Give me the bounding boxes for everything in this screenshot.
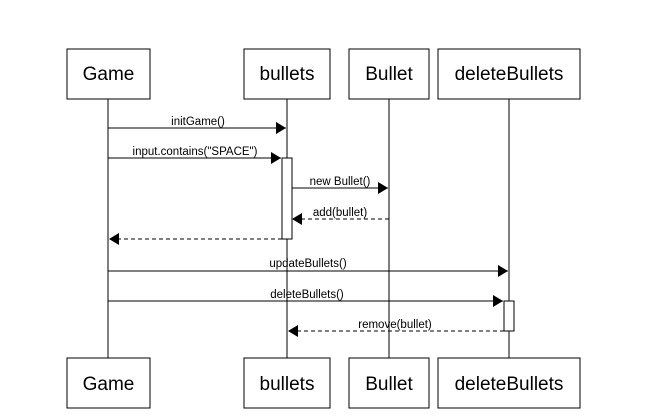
participant-label: deleteBullets: [455, 64, 564, 85]
participant-label: bullets: [260, 374, 315, 395]
participant-box-bottom-bullets: bullets: [243, 357, 331, 409]
message-label: new Bullet(): [310, 176, 371, 188]
participant-box-bottom-game: Game: [66, 357, 151, 409]
participant-label: deleteBullets: [455, 374, 564, 395]
message-input-contains: input.contains("SPACE"): [108, 146, 281, 164]
participant-box-bottom-bullet: Bullet: [348, 357, 430, 409]
participant-label: Game: [83, 374, 135, 395]
participant-box-top-bullet: Bullet: [348, 48, 430, 100]
message-new-bullet: new Bullet(): [292, 176, 388, 194]
participant-box-top-bullets: bullets: [243, 48, 331, 100]
participant-box-top-game: Game: [66, 48, 151, 100]
message-add-bullet: add(bullet): [292, 207, 389, 225]
message-delete-bullets: deleteBullets(): [108, 289, 503, 307]
message-label: initGame(): [171, 116, 225, 128]
participant-box-bottom-deleteBullets: deleteBullets: [437, 357, 581, 409]
message-label: add(bullet): [313, 207, 368, 219]
message-label: remove(bullet): [358, 319, 432, 331]
participant-box-top-deleteBullets: deleteBullets: [437, 48, 581, 100]
activation-bar-bullets: [281, 157, 293, 240]
message-label: input.contains("SPACE"): [133, 146, 258, 158]
message-label: updateBullets(): [269, 258, 347, 270]
participant-label: Game: [83, 64, 135, 85]
message-initgame: initGame(): [108, 116, 286, 134]
participant-label: Bullet: [365, 64, 413, 85]
message-update-bullets: updateBullets(): [108, 258, 508, 277]
message-label: deleteBullets(): [270, 289, 344, 301]
activation-bar-deleteBullets: [503, 300, 515, 332]
participant-label: Bullet: [365, 374, 413, 395]
participant-label: bullets: [260, 64, 315, 85]
message-remove-bullet: remove(bullet): [288, 319, 504, 337]
